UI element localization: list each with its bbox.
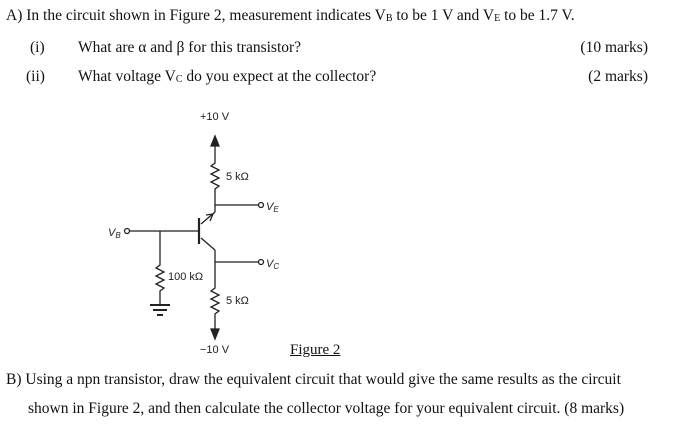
collector-resistor: [209, 160, 221, 195]
lower-resistor: [209, 285, 221, 335]
collector-resistor-label: 5 kΩ: [226, 171, 249, 183]
base-resistor-label: 100 kΩ: [168, 271, 203, 283]
vc-subscript: C: [175, 74, 183, 85]
part-i-number: (i): [30, 39, 45, 56]
lower-output-terminal: [257, 258, 265, 266]
part-i-text-and: and: [146, 39, 177, 56]
question-b-line-2: shown in Figure 2, and then calculate th…: [28, 400, 625, 417]
vc-label: VC: [266, 258, 279, 271]
supply-pos-label: +10 V: [200, 111, 230, 123]
transistor-collector-lead: [200, 237, 216, 251]
question-a-text-before: In the circuit shown in Figure 2, measur…: [26, 7, 386, 24]
figure-caption: Figure 2: [290, 342, 341, 358]
ve-label: VE: [266, 201, 279, 214]
ve-subscript: E: [494, 13, 501, 24]
part-i-text-after: for this transistor?: [184, 39, 302, 56]
question-a-text: A) In the circuit shown in Figure 2, mea…: [6, 7, 575, 25]
vb-label: VB: [108, 227, 121, 240]
supply-neg-arrow: [210, 328, 220, 341]
question-a-text-mid: to be 1 V and V: [392, 7, 495, 24]
base-resistor: [154, 262, 166, 305]
part-ii-text-after: do you expect at the collector?: [182, 68, 377, 85]
question-b-line-1: B) Using a npn transistor, draw the equi…: [6, 371, 621, 388]
part-ii-marks: (2 marks): [588, 68, 648, 85]
question-a-label: A): [6, 7, 23, 24]
part-i-marks: (10 marks): [580, 39, 648, 56]
question-a-text-after: to be 1.7 V.: [500, 7, 575, 24]
supply-pos-arrow: [210, 134, 220, 147]
alpha-symbol: α: [138, 39, 147, 56]
part-ii-text-before: What voltage V: [78, 68, 176, 85]
part-i-text-before: What are: [78, 39, 139, 56]
supply-neg-label: −10 V: [200, 344, 230, 356]
vb-subscript: B: [385, 13, 393, 24]
part-ii-text: What voltage VC do you expect at the col…: [78, 68, 376, 86]
part-i-text: What are α and β for this transistor?: [78, 39, 301, 57]
part-ii-number: (ii): [26, 68, 45, 85]
transistor-emitter-arrow: [205, 213, 215, 222]
beta-symbol: β: [176, 39, 185, 56]
lower-resistor-label: 5 kΩ: [226, 295, 249, 307]
base-terminal: [123, 227, 131, 235]
upper-output-terminal: [257, 201, 265, 209]
